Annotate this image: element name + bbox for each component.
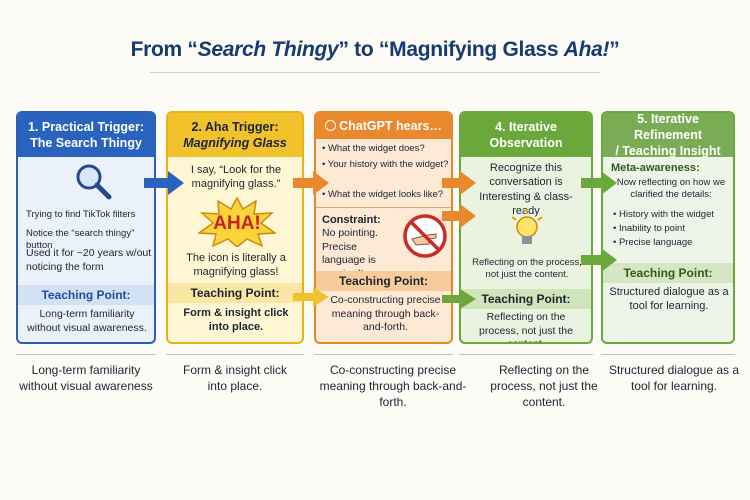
- page-title: From “Search Thingy” to “Magnifying Glas…: [130, 38, 620, 61]
- lightbulb-icon: [511, 209, 543, 244]
- meta-awareness-label: Meta-awareness:: [611, 162, 700, 174]
- summary-text: Co-constructing precise meaning through …: [319, 363, 467, 410]
- chat-icon: [325, 119, 337, 131]
- teaching-point-label: Teaching Point:: [461, 289, 591, 309]
- summary-divider: [459, 354, 593, 355]
- question-item: • Your history with the widget?: [322, 159, 449, 170]
- teaching-point-label: Teaching Point:: [18, 285, 154, 305]
- flow-arrow: [442, 171, 476, 195]
- summary-text: Form & insight click into place.: [182, 363, 288, 394]
- flow-arrow: [144, 171, 184, 195]
- panel-header: 5. Iterative Refinement/ Teaching Insigh…: [603, 113, 733, 158]
- quote-text: I say, “Look for the magnifying glass.”: [190, 164, 282, 191]
- panel-chatgpt-hears: ChatGPT hears… • What the widget does? •…: [314, 111, 453, 344]
- meta-awareness-text: Now reflecting on how we clarified the d…: [616, 177, 726, 201]
- flow-arrow: [581, 171, 617, 195]
- title-divider: [150, 72, 600, 73]
- summary-divider: [601, 354, 735, 355]
- magnifying-glass-icon: [76, 164, 112, 200]
- summary-text: Long-term familiarity without visual awa…: [19, 363, 153, 394]
- reflect-text: Reflecting on the process, not just the …: [472, 257, 582, 281]
- panel-aha-trigger: 2. Aha Trigger:Magnifying Glass I say, “…: [166, 111, 304, 344]
- summary-divider: [166, 354, 304, 355]
- aha-burst-icon: AHA!: [198, 197, 276, 247]
- teaching-point-text: Reflecting on the process, not just the …: [479, 311, 573, 342]
- trigger-line: Notice the “search thingy” button: [26, 228, 135, 252]
- bullet-item: • History with the widget: [613, 209, 715, 220]
- summary-text: Structured dialogue as a tool for learni…: [608, 363, 740, 394]
- panel-practical-trigger: 1. Practical Trigger:The Search Thingy T…: [16, 111, 156, 344]
- summary-text: Reflecting on the process, not just the …: [490, 363, 598, 410]
- panel-header: ChatGPT hears…: [316, 113, 451, 139]
- summary-divider: [314, 354, 453, 355]
- bullet-item: • Inability to point: [613, 223, 685, 234]
- teaching-point-label: Teaching Point:: [603, 263, 733, 283]
- flow-arrow: [581, 248, 617, 272]
- panel-header: 2. Aha Trigger:Magnifying Glass: [168, 113, 302, 157]
- aha-text: AHA!: [213, 213, 261, 234]
- flow-arrow: [293, 171, 329, 195]
- teaching-point-text: Structured dialogue as a tool for learni…: [609, 286, 729, 313]
- summary-divider: [16, 354, 156, 355]
- question-item: • What the widget does?: [322, 143, 425, 154]
- teaching-point-label: Teaching Point:: [168, 283, 302, 303]
- bullet-item: • Precise language: [613, 237, 693, 248]
- icon-insight-text: The icon is literally a magnifying glass…: [186, 252, 286, 279]
- teaching-point-label: Teaching Point:: [316, 271, 451, 291]
- trigger-line: Used it for ~20 years w/out noticing the…: [26, 247, 152, 273]
- teaching-point-text: Form & insight click into place.: [183, 307, 289, 334]
- panel-header: 1. Practical Trigger:The Search Thingy: [18, 113, 154, 157]
- constraint-label: Constraint:: [322, 214, 381, 226]
- flow-arrow: [293, 287, 329, 307]
- section-divider: [316, 207, 451, 208]
- panel-iterative-refinement: 5. Iterative Refinement/ Teaching Insigh…: [601, 111, 735, 344]
- question-item: • What the widget looks like?: [322, 189, 444, 200]
- teaching-point-text: Co-constructing precise meaning through …: [330, 294, 441, 334]
- no-pointing-icon: [403, 214, 447, 258]
- flow-arrow: [442, 289, 476, 309]
- teaching-point-text: Long-term familiarity without visual awa…: [27, 308, 147, 334]
- flow-arrow: [442, 204, 476, 228]
- trigger-line: Trying to find TikTok filters: [26, 209, 136, 220]
